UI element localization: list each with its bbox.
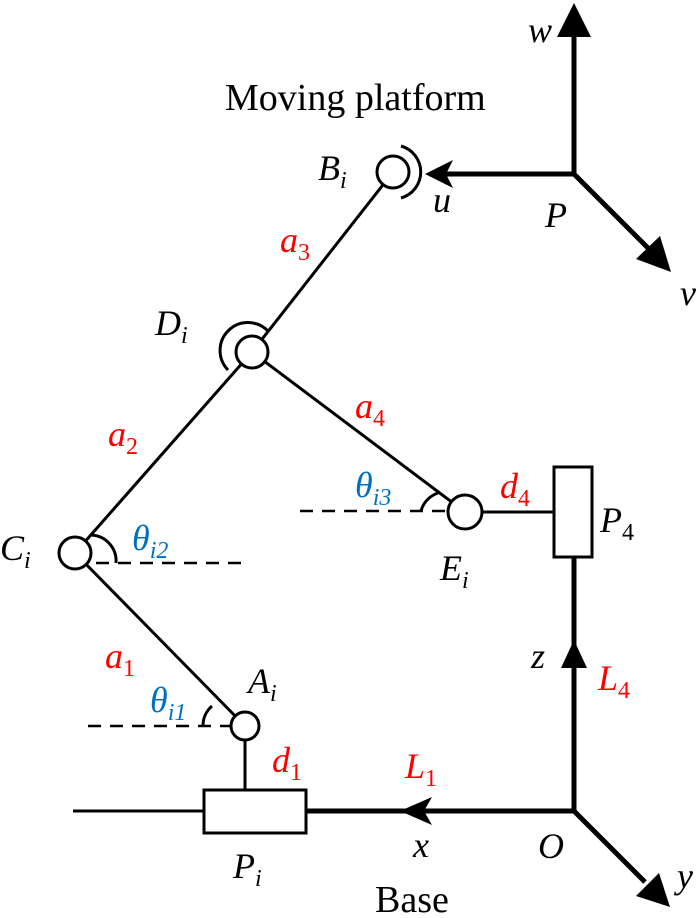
angle-arc-i2 <box>90 533 118 564</box>
axis-label-w: w <box>528 10 552 50</box>
joint-a <box>229 710 261 742</box>
origin-label-o: O <box>538 826 564 866</box>
point-label-d: Di <box>154 303 188 349</box>
link-a2 <box>73 351 254 554</box>
w-axis-arrowhead <box>557 3 591 37</box>
joint-c <box>57 535 93 571</box>
slider-label-p4: P4 <box>599 500 634 546</box>
link-label-a4: a4 <box>355 386 385 432</box>
axis-label-x: x <box>412 825 429 865</box>
joint-e <box>446 493 484 531</box>
v-axis-line <box>572 172 650 250</box>
slider-pi <box>202 788 308 835</box>
link-label-a3: a3 <box>280 220 310 266</box>
x-axis-arrowhead <box>400 797 432 825</box>
joint-b <box>375 154 411 190</box>
point-label-b: Bi <box>318 148 347 194</box>
joint-socket-d <box>218 321 270 372</box>
u-axis-arrowhead <box>425 160 453 188</box>
point-label-c: Ci <box>0 528 31 574</box>
link-a4 <box>251 350 466 514</box>
y-axis-arrowhead <box>636 873 670 907</box>
link-a3 <box>250 171 395 353</box>
link-label-a1: a1 <box>105 636 135 682</box>
joint-d <box>234 334 270 370</box>
y-axis-line <box>572 809 647 884</box>
slider-label-pi: Pi <box>232 846 262 892</box>
z-axis-arrowhead <box>561 640 587 668</box>
axis-label-y: y <box>674 856 693 896</box>
v-axis-arrowhead <box>636 236 671 272</box>
point-label-a: Ai <box>246 661 277 707</box>
angle-label-i1: θi1 <box>150 680 186 726</box>
angle-arc-i3 <box>419 491 439 512</box>
link-a1 <box>73 551 247 728</box>
link-label-l4: L4 <box>597 658 630 704</box>
angle-arc-i1 <box>201 704 214 727</box>
angle-label-i3: θi3 <box>355 465 391 511</box>
link-label-a2: a2 <box>108 414 138 460</box>
angle-label-i2: θi2 <box>132 518 168 564</box>
base-title: Base <box>375 879 449 918</box>
axis-label-v: v <box>680 273 696 313</box>
link-label-d1: d1 <box>272 740 302 786</box>
slider-p4 <box>552 465 594 559</box>
moving-platform-title: Moving platform <box>225 77 486 119</box>
origin-label-p: P <box>544 195 567 235</box>
point-label-e: Ei <box>439 548 469 594</box>
axis-label-u: u <box>433 180 451 220</box>
spherical-joint-socket-b <box>400 144 423 200</box>
link-label-l1: L1 <box>404 746 437 792</box>
axis-label-z: z <box>530 636 545 676</box>
link-label-d4: d4 <box>500 466 530 512</box>
